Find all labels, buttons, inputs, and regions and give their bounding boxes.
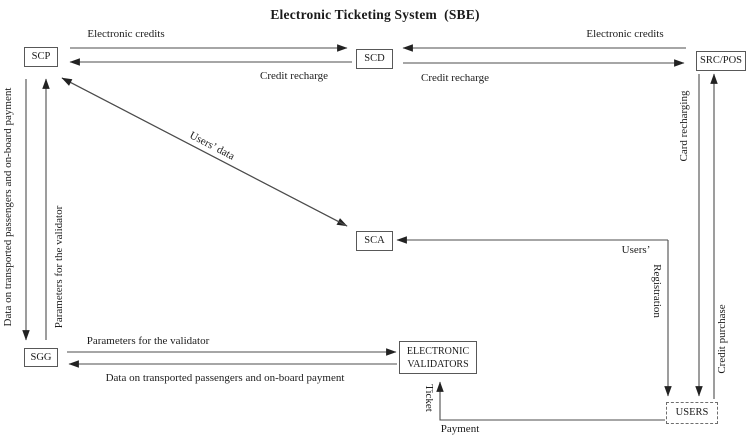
label-data-passengers-horizontal: Data on transported passengers and on-bo… xyxy=(105,372,345,384)
node-electronic-validators-label: ELECTRONIC VALIDATORS xyxy=(406,345,470,370)
label-users-registration-word1: Users’ xyxy=(621,244,651,256)
node-src-pos-label: SRC/POS xyxy=(699,55,743,66)
label-ticket: Ticket xyxy=(423,384,435,412)
label-parameters-horizontal: Parameters for the validator xyxy=(86,335,210,347)
label-credit-recharge-left: Credit recharge xyxy=(260,70,328,82)
label-electronic-credits-right: Electronic credits xyxy=(586,28,664,40)
diagram-title: Electronic Ticketing System (SBE) xyxy=(270,7,480,22)
label-credit-recharge-right: Credit recharge xyxy=(421,72,489,84)
node-sca-label: SCA xyxy=(364,235,385,246)
node-users: USERS xyxy=(666,402,718,424)
node-scp-label: SCP xyxy=(31,51,51,62)
node-users-label: USERS xyxy=(675,407,709,418)
label-parameters-vertical: Parameters for the validator xyxy=(53,205,65,329)
node-sgg-label: SGG xyxy=(30,351,52,363)
label-payment: Payment xyxy=(440,423,480,435)
edge-payment-ticket-users-to-validators xyxy=(436,381,665,421)
node-scp: SCP xyxy=(24,47,58,67)
edge-users-data-to-scp xyxy=(61,77,348,227)
label-card-recharging: Card recharging xyxy=(678,90,690,162)
node-electronic-validators: ELECTRONIC VALIDATORS xyxy=(399,341,477,374)
label-electronic-credits-left: Electronic credits xyxy=(87,28,165,40)
label-credit-purchase: Credit purchase xyxy=(716,304,728,374)
node-sgg: SGG xyxy=(24,348,58,367)
node-scd-label: SCD xyxy=(364,53,385,64)
label-data-passengers-vertical: Data on transported passengers and on-bo… xyxy=(2,87,14,327)
node-src-pos: SRC/POS xyxy=(696,51,746,71)
label-users-registration-word2: Registration xyxy=(651,264,663,318)
node-sca: SCA xyxy=(356,231,393,251)
node-scd: SCD xyxy=(356,49,393,69)
